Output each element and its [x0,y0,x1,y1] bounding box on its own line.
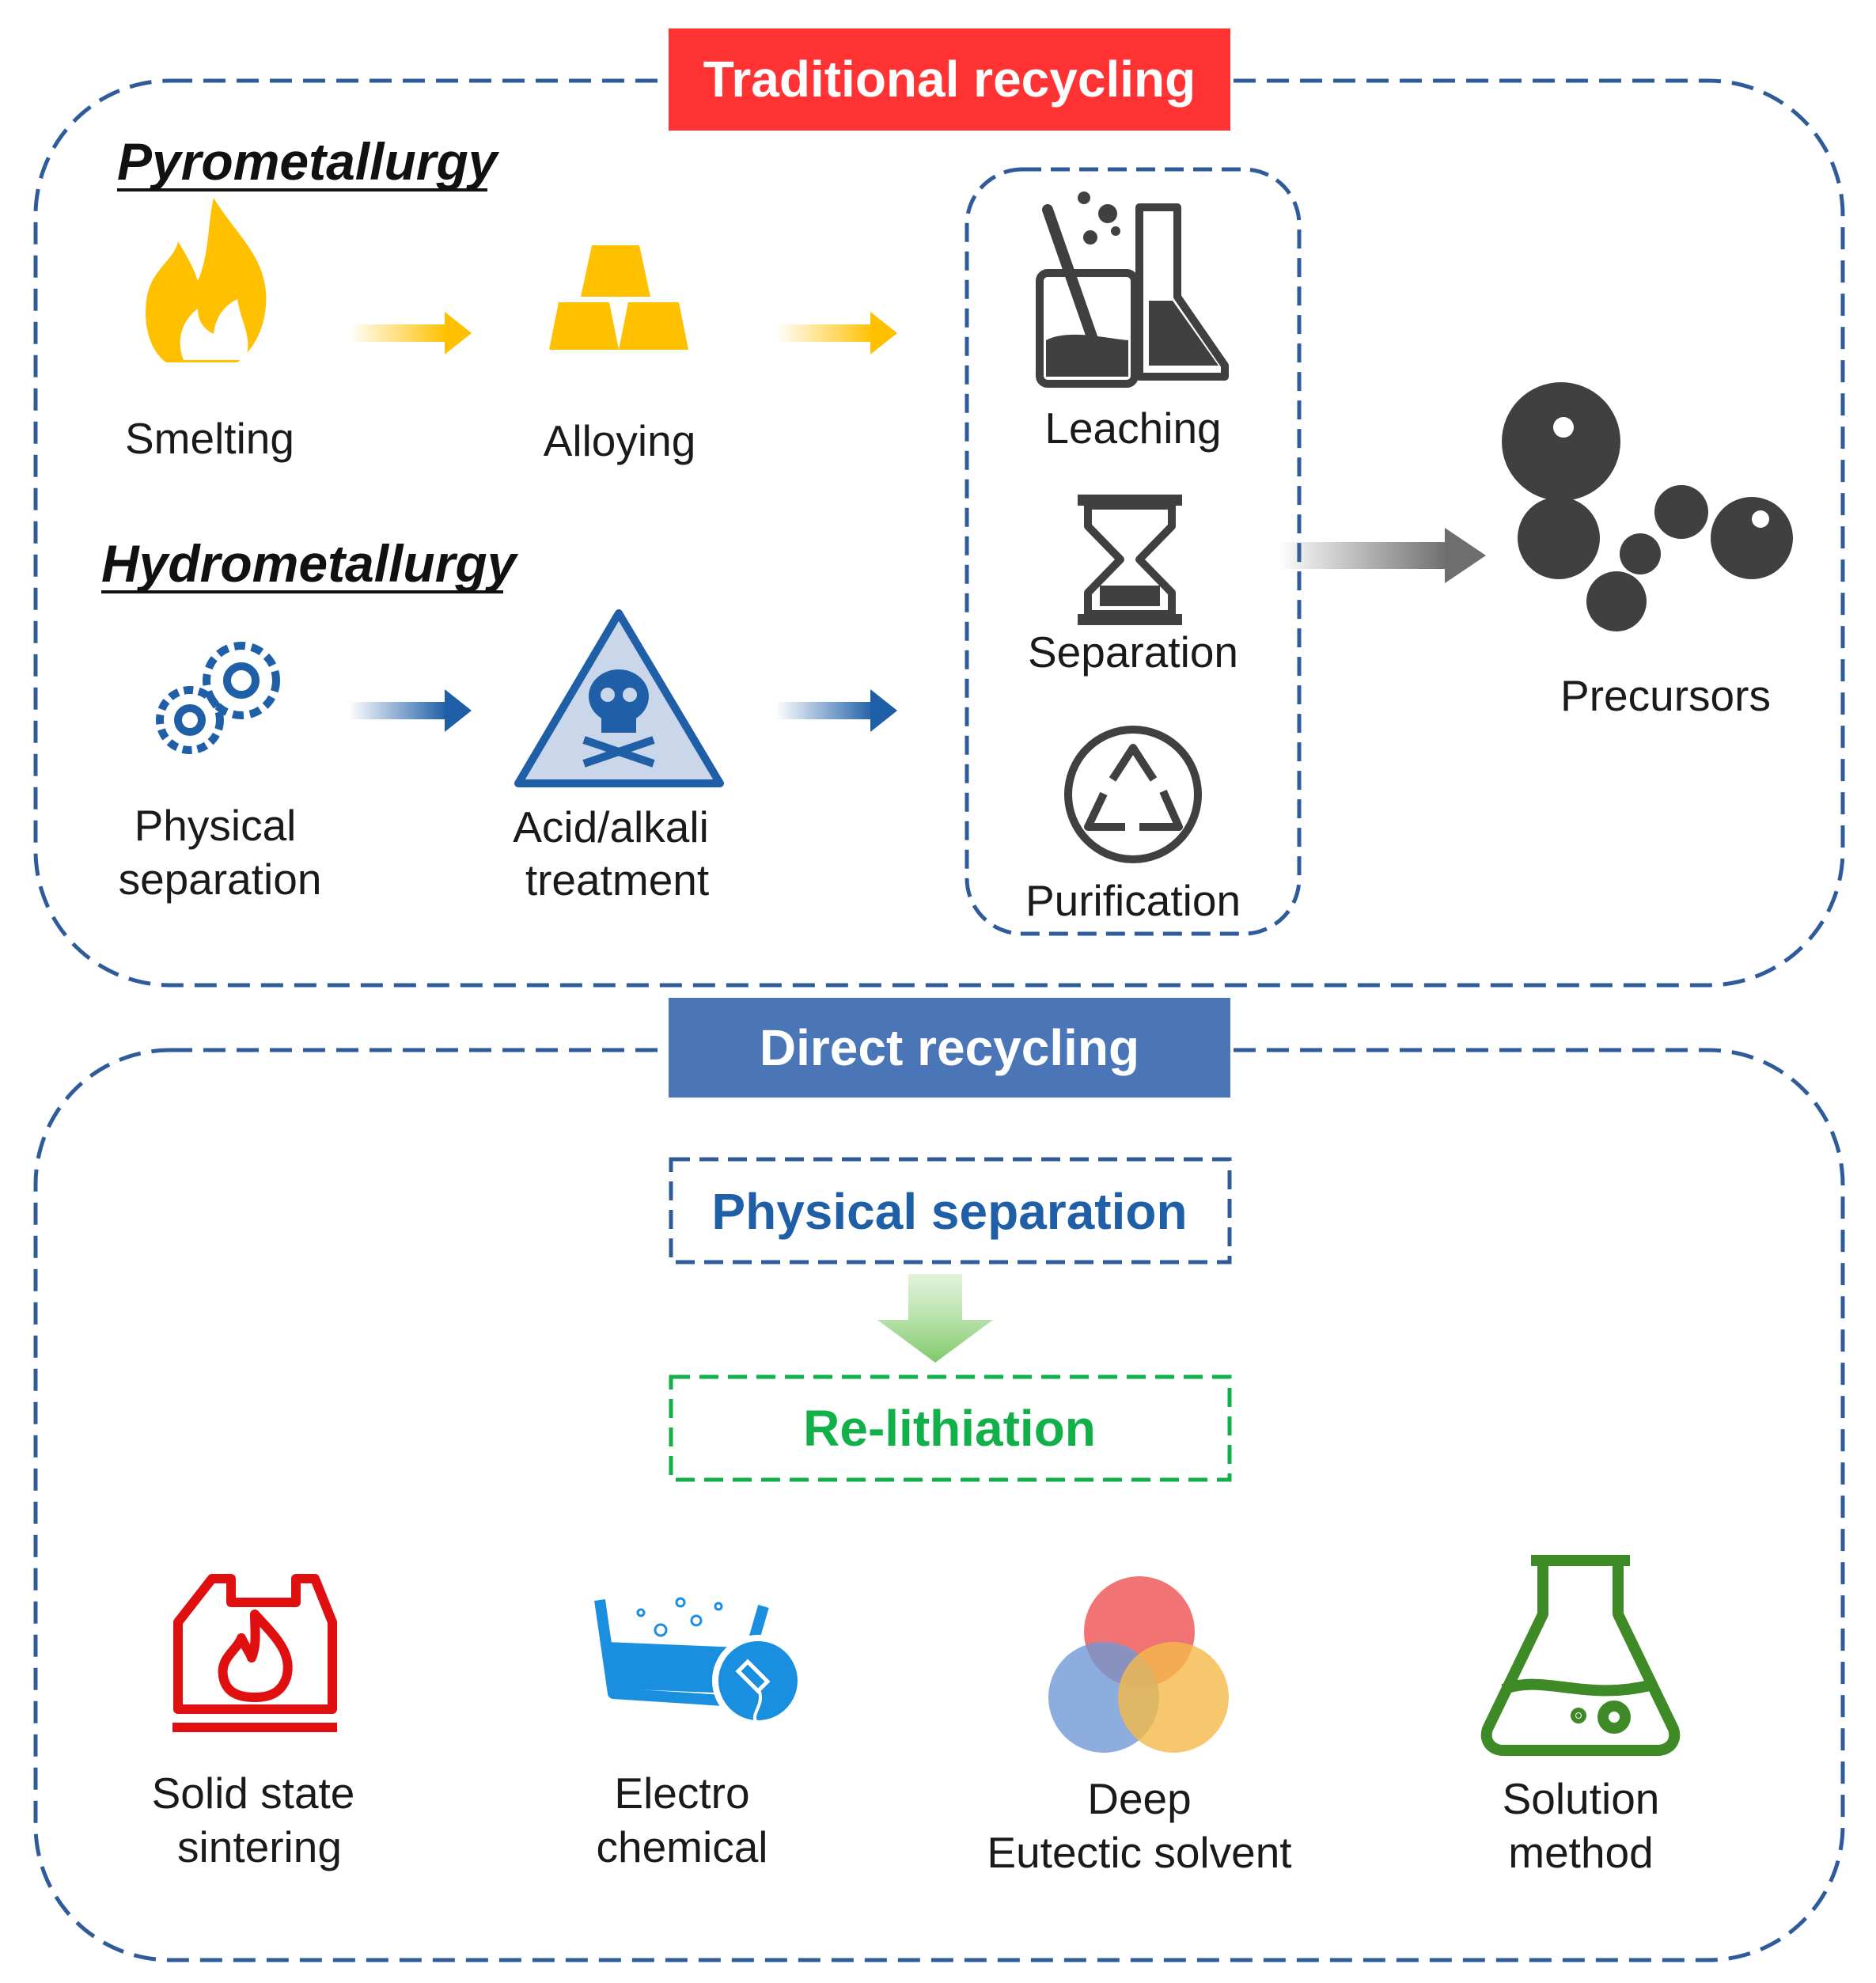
beaker-flask-icon [1036,191,1229,388]
hydrometallurgy-heading: Hydrometallurgy [101,534,519,593]
hourglass-icon [1078,495,1182,625]
pyro-arrow-1-shaft [348,324,447,342]
particles-icon [1502,382,1793,631]
precursor-arrow-head [1445,528,1486,583]
pyro-arrow-2-head [870,312,897,355]
solid-state-label-2: sintering [177,1822,342,1871]
electrochemical-label-1: Electro [614,1769,749,1818]
electrochemical-icon [594,1597,804,1727]
acid-alkali-label-1: Acid/alkali [513,802,709,851]
electrochemical-label-2: chemical [596,1822,767,1871]
purification-label: Purification [1025,876,1241,925]
fire-icon [146,198,267,362]
smelting-label: Smelting [125,414,294,463]
alloying-label: Alloying [544,416,696,465]
hydro-arrow-2-shaft [775,702,874,719]
precursor-arrow-shaft [1278,542,1448,569]
hazard-skull-icon [514,609,724,787]
pyro-arrow-1-head [445,312,472,355]
direct-header [669,998,1230,1098]
venn-circles-icon [1048,1576,1229,1753]
separation-label: Separation [1028,628,1238,677]
hydro-arrow-1-head [445,689,472,732]
re-lithiation-box [669,1374,1232,1482]
direct-title: Direct recycling [760,1019,1139,1076]
physical-separation-label-2: separation [119,855,322,904]
physical-separation-step: Physical separation [711,1183,1187,1240]
green-down-arrow [877,1274,993,1363]
precursors-label: Precursors [1560,671,1771,720]
physical-separation-box [669,1157,1232,1264]
deep-eutectic-label-2: Eutectic solvent [987,1828,1291,1877]
deep-eutectic-label-1: Deep [1087,1774,1191,1823]
flask-icon [1480,1555,1681,1756]
solution-method-label-2: method [1508,1828,1653,1877]
furnace-icon [172,1574,337,1732]
pyrometallurgy-heading: Pyrometallurgy [117,132,500,191]
hydro-arrow-1-shaft [348,702,447,719]
physical-separation-label-1: Physical [135,801,297,850]
leaching-label: Leaching [1044,404,1221,453]
pyro-arrow-2-shaft [775,324,874,342]
solid-state-label-1: Solid state [152,1769,355,1818]
recycle-icon [1064,726,1202,863]
hydro-arrow-2-head [870,689,897,732]
re-lithiation-step: Re-lithiation [803,1400,1096,1457]
traditional-header [669,28,1230,131]
acid-alkali-label-2: treatment [525,855,709,904]
traditional-title: Traditional recycling [703,51,1196,108]
solution-method-label-1: Solution [1503,1774,1660,1823]
gears-icon [156,642,280,754]
gold-bars-icon [549,245,688,350]
